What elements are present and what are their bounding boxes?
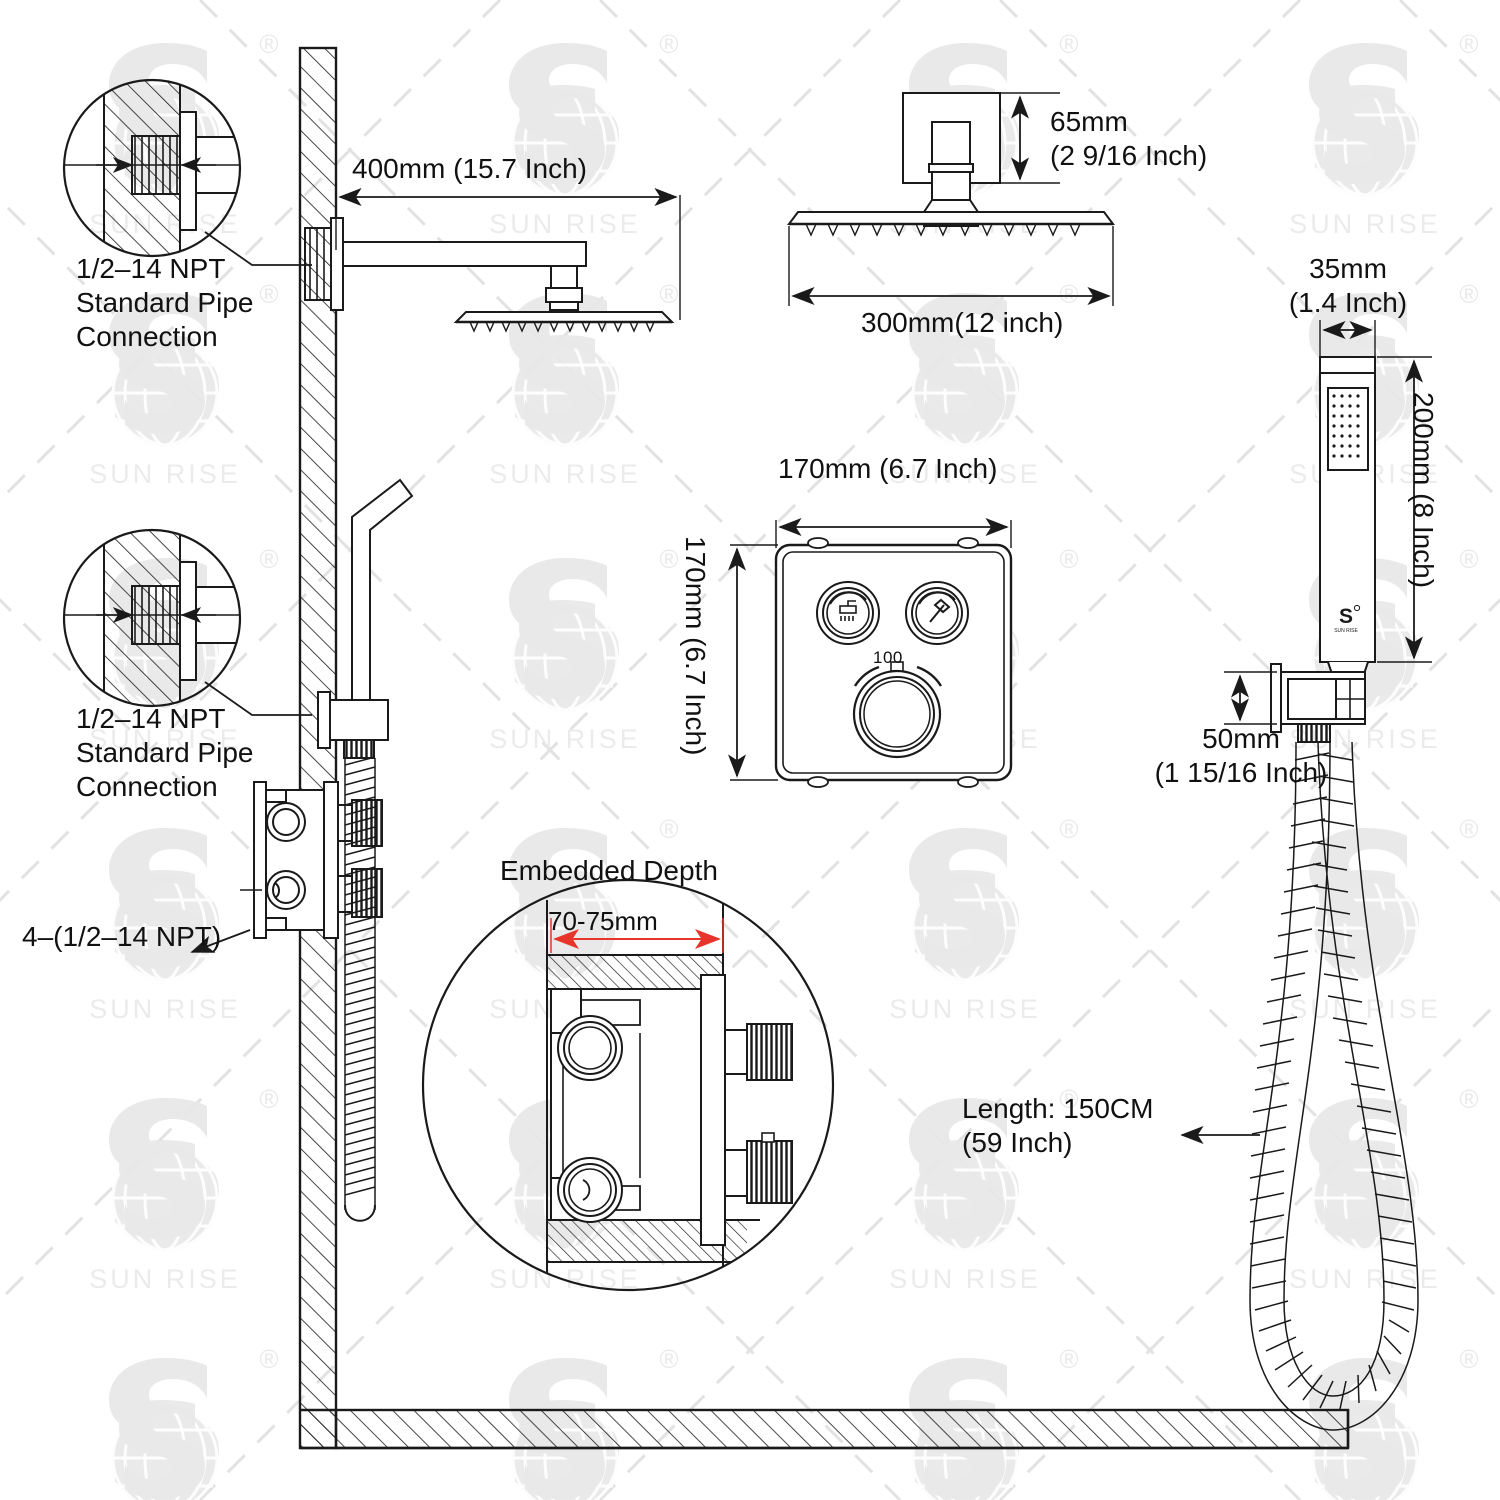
dimension-embedded-depth — [550, 918, 724, 953]
label-embedded-depth-value: 70-75mm — [548, 906, 658, 936]
svg-text:S: S — [1339, 605, 1353, 628]
dimension-arm-length — [335, 188, 681, 320]
label-wand-length: 200mm (8 Inch) — [1408, 392, 1439, 589]
detail-circle-embedded-depth — [421, 878, 835, 1292]
rain-shower-icon — [839, 600, 857, 621]
label-embedded-depth-title: Embedded Depth — [500, 855, 718, 886]
brand-logo-on-wand: S SUN RISE — [1334, 604, 1361, 634]
shower-arm-assembly — [304, 217, 675, 333]
label-head-width: 300mm(12 inch) — [861, 307, 1064, 338]
svg-text:SUN RISE: SUN RISE — [1334, 628, 1358, 634]
handheld-wand-elevation: S SUN RISE — [1270, 356, 1376, 743]
dimension-valve-width — [775, 518, 1012, 548]
label-dial-marking: 100 — [873, 648, 903, 667]
label-npt-bottom: 1/2–14 NPT Standard Pipe Connection — [76, 703, 254, 803]
label-arm-length: 400mm (15.7 Inch) — [352, 153, 587, 184]
handheld-shower-button — [905, 581, 969, 645]
label-head-height: 65mm (2 9/16 Inch) — [1050, 106, 1208, 172]
handheld-shower-icon — [929, 598, 951, 623]
valve-panel-front-view — [774, 537, 1013, 788]
label-wand-width: 35mm (1.4 Inch) — [1288, 253, 1408, 319]
dimension-head-width — [788, 226, 1114, 306]
dimension-wand-length — [1377, 356, 1432, 663]
label-valve-width: 170mm (6.7 Inch) — [778, 453, 998, 484]
handheld-wand-side-view — [317, 478, 414, 759]
rain-head-elevation — [787, 92, 1115, 237]
dimension-valve-height — [728, 544, 778, 781]
floor-section — [300, 1408, 1350, 1450]
dimension-holder-height — [1224, 671, 1277, 725]
label-holder-height: 50mm (1 15/16 Inch) — [1154, 723, 1328, 789]
temperature-dial — [852, 661, 943, 759]
label-hose-length: Length: 150CM (59 Inch) — [962, 1093, 1154, 1159]
label-valve-height: 170mm (6.7 Inch) — [680, 536, 711, 756]
label-npt-four: 4–(1/2–14 NPT) — [22, 921, 222, 952]
shower-hose-left — [344, 756, 376, 1222]
detail-circle-npt-bottom — [62, 528, 312, 716]
rain-shower-button — [816, 581, 880, 645]
dimension-head-height — [1000, 92, 1060, 184]
shower-hose-right — [1249, 741, 1419, 1431]
dimension-wand-width — [1319, 320, 1376, 360]
detail-circle-npt-top — [62, 78, 312, 266]
label-npt-top: 1/2–14 NPT Standard Pipe Connection — [76, 253, 254, 353]
